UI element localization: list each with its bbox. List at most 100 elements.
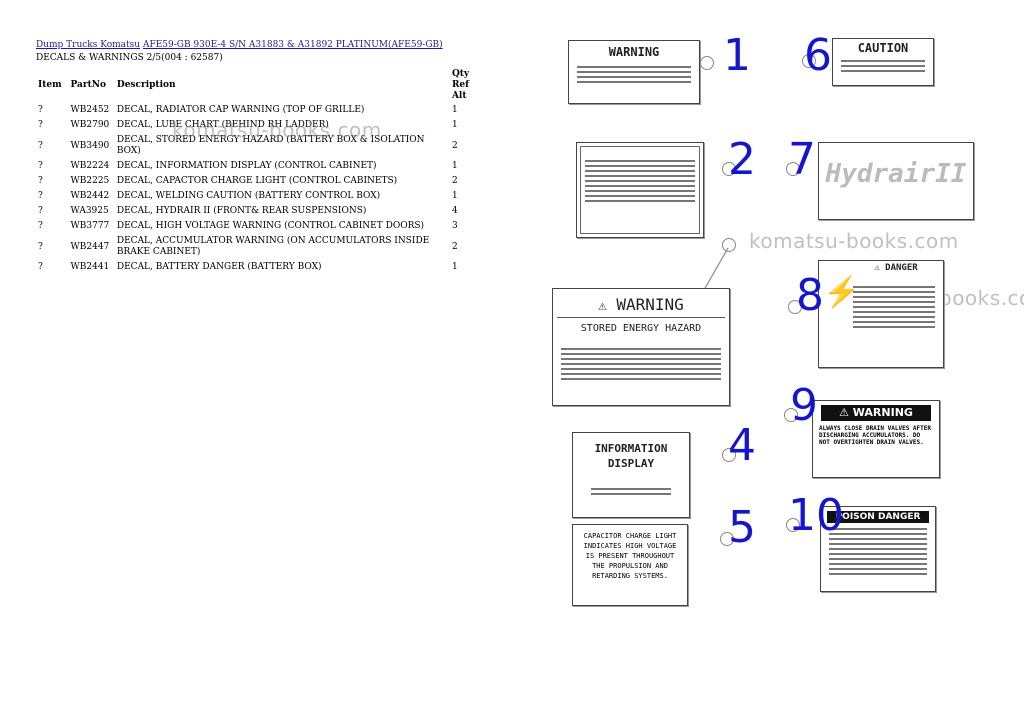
callout-number-9: 9	[790, 380, 818, 431]
decal-3-title: ⚠ WARNING	[598, 295, 684, 314]
decal-6-title: CAUTION	[857, 41, 909, 55]
cell-partno: WB3777	[70, 221, 110, 231]
callout-circle-5	[720, 532, 734, 546]
cell-partno: WB2442	[70, 191, 110, 201]
cell-qty: 1	[451, 161, 458, 171]
table-row: ? WB2790 DECAL, LUBE CHART (BEHIND RH LADD…	[36, 118, 476, 133]
callout-number-6: 6	[804, 30, 832, 81]
page-subtitle: DECALS & WARNINGS 2/5(004 : 62587)	[36, 53, 223, 63]
decal-3-subtitle: STORED ENERGY HAZARD	[580, 323, 702, 334]
cell-description: DECAL, STORED ENERGY HAZARD (BATTERY BOX…	[116, 135, 425, 156]
cell-partno: WB2441	[70, 262, 110, 272]
callout-number-7: 7	[788, 134, 816, 185]
decal-4-info-display: INFORMATION DISPLAY	[572, 432, 690, 518]
header-partno: PartNo	[70, 80, 107, 90]
callout-circle-8	[788, 300, 802, 314]
cell-item: ?	[38, 105, 43, 115]
callout-circle-1	[700, 56, 714, 70]
header-description: Description	[116, 80, 176, 90]
cell-qty: 1	[451, 105, 458, 115]
cell-description: DECAL, LUBE CHART (BEHIND RH LADDER)	[116, 120, 329, 130]
cell-item: ?	[38, 191, 43, 201]
leader-line-3	[703, 247, 729, 291]
decal-8-title: ⚠ DANGER	[874, 263, 918, 273]
warning-triangle-icon: ⚠	[874, 263, 880, 273]
table-row: ? WB3777 DECAL, HIGH VOLTAGE WARNING (CONT…	[36, 219, 476, 234]
decal-1-title: WARNING	[608, 45, 660, 59]
callout-number-5: 5	[728, 502, 756, 553]
callout-number-1: 1	[723, 30, 751, 81]
warning-triangle-icon: ⚠	[839, 406, 849, 419]
cell-qty: 4	[451, 206, 458, 216]
callout-number-10: 10	[788, 490, 844, 541]
decal-9-text: ALWAYS CLOSE DRAIN VALVES AFTER DISCHARG…	[819, 425, 931, 446]
parts-table: Item PartNo Description Qty Ref Alt ? WB2…	[36, 68, 476, 275]
decal-10-title: POISON DANGER	[827, 511, 929, 523]
cell-description: DECAL, INFORMATION DISPLAY (CONTROL CABI…	[116, 161, 377, 171]
callout-circle-4	[722, 448, 736, 462]
table-row: ? WB2442 DECAL, WELDING CAUTION (BATTERY C…	[36, 189, 476, 204]
cell-qty: 2	[451, 241, 458, 252]
table-row: ? WB2224 DECAL, INFORMATION DISPLAY (CONTR…	[36, 159, 476, 174]
cell-description: DECAL, ACCUMULATOR WARNING (ON ACCUMULAT…	[116, 236, 430, 257]
decal-8-high-voltage: ⚠ DANGER ⚡	[818, 260, 944, 368]
cell-qty: 1	[451, 262, 458, 272]
callout-circle-9	[784, 408, 798, 422]
cell-item: ?	[38, 176, 43, 186]
cell-description: DECAL, BATTERY DANGER (BATTERY BOX)	[116, 262, 322, 272]
cell-partno: WB2447	[70, 241, 110, 252]
breadcrumb: Dump Trucks Komatsu AFE59-GB 930E-4 S/N …	[36, 40, 506, 51]
decal-2-lube-chart	[576, 142, 704, 238]
cell-description: DECAL, HIGH VOLTAGE WARNING (CONTROL CAB…	[116, 221, 425, 231]
callout-number-2: 2	[728, 134, 756, 185]
cell-description: DECAL, HYDRAIR II (FRONT& REAR SUSPENSIO…	[116, 206, 367, 216]
decal-6-caution: CAUTION	[832, 38, 934, 86]
decal-10-battery-danger: POISON DANGER	[820, 506, 936, 592]
cell-qty: 2	[451, 176, 458, 186]
parts-list-panel: Dump Trucks Komatsu AFE59-GB 930E-4 S/N …	[36, 40, 506, 275]
header-item: Item	[38, 80, 62, 90]
cell-item: ?	[38, 120, 43, 130]
cell-partno: WB2224	[70, 161, 110, 171]
table-row: ? WA3925 DECAL, HYDRAIR II (FRONT& REAR SU…	[36, 204, 476, 219]
decal-7-hydrair: HydrairII	[818, 142, 974, 220]
header-qty: Qty Ref Alt	[451, 69, 470, 101]
table-row: ? WB2225 DECAL, CAPACTOR CHARGE LIGHT (CON…	[36, 174, 476, 189]
decal-7-title: HydrairII	[825, 159, 967, 189]
callout-circle-10	[786, 518, 800, 532]
breadcrumb-link-model[interactable]: AFE59-GB 930E-4 S/N A31883 & A31892 PLAT…	[142, 40, 443, 50]
callout-number-4: 4	[728, 420, 756, 471]
table-row: ? WB2441 DECAL, BATTERY DANGER (BATTERY BO…	[36, 260, 476, 275]
cell-item: ?	[38, 221, 43, 231]
cell-item: ?	[38, 241, 43, 252]
cell-partno: WA3925	[70, 206, 109, 216]
cell-description: DECAL, CAPACTOR CHARGE LIGHT (CONTROL CA…	[116, 176, 398, 186]
cell-description: DECAL, WELDING CAUTION (BATTERY CONTROL …	[116, 191, 381, 201]
cell-qty: 3	[451, 221, 458, 231]
cell-item: ?	[38, 140, 43, 151]
cell-partno: WB2452	[70, 105, 110, 115]
cell-qty: 1	[451, 120, 458, 130]
decal-4-title: INFORMATION DISPLAY	[594, 442, 668, 470]
cell-partno: WB2790	[70, 120, 110, 130]
cell-partno: WB3490	[70, 140, 110, 151]
callout-circle-2	[722, 162, 736, 176]
decal-5-text: CAPACITOR CHARGE LIGHT INDICATES HIGH VO…	[583, 532, 677, 580]
cell-partno: WB2225	[70, 176, 110, 186]
breadcrumb-link-category[interactable]: Dump Trucks Komatsu	[36, 40, 141, 50]
decal-5-capacitor-charge: CAPACITOR CHARGE LIGHT INDICATES HIGH VO…	[572, 524, 688, 606]
cell-description: DECAL, RADIATOR CAP WARNING (TOP OF GRIL…	[116, 105, 365, 115]
table-header-row: Item PartNo Description Qty Ref Alt	[36, 68, 476, 103]
cell-item: ?	[38, 206, 43, 216]
callout-circle-7	[786, 162, 800, 176]
decal-3-stored-energy: ⚠ WARNING STORED ENERGY HAZARD	[552, 288, 730, 406]
warning-triangle-icon: ⚠	[598, 298, 607, 314]
decal-diagram: WARNING 1 CAUTION 6 2 HydrairII 7 ⚠ WARN…	[540, 20, 1024, 620]
decal-9-accumulator: ⚠ WARNING ALWAYS CLOSE DRAIN VALVES AFTE…	[812, 400, 940, 478]
cell-item: ?	[38, 262, 43, 272]
decal-9-title: ⚠ WARNING	[821, 405, 931, 421]
decal-1-warning: WARNING	[568, 40, 700, 104]
cell-item: ?	[38, 161, 43, 171]
callout-circle-3	[722, 238, 736, 252]
callout-number-8: 8	[796, 270, 824, 321]
